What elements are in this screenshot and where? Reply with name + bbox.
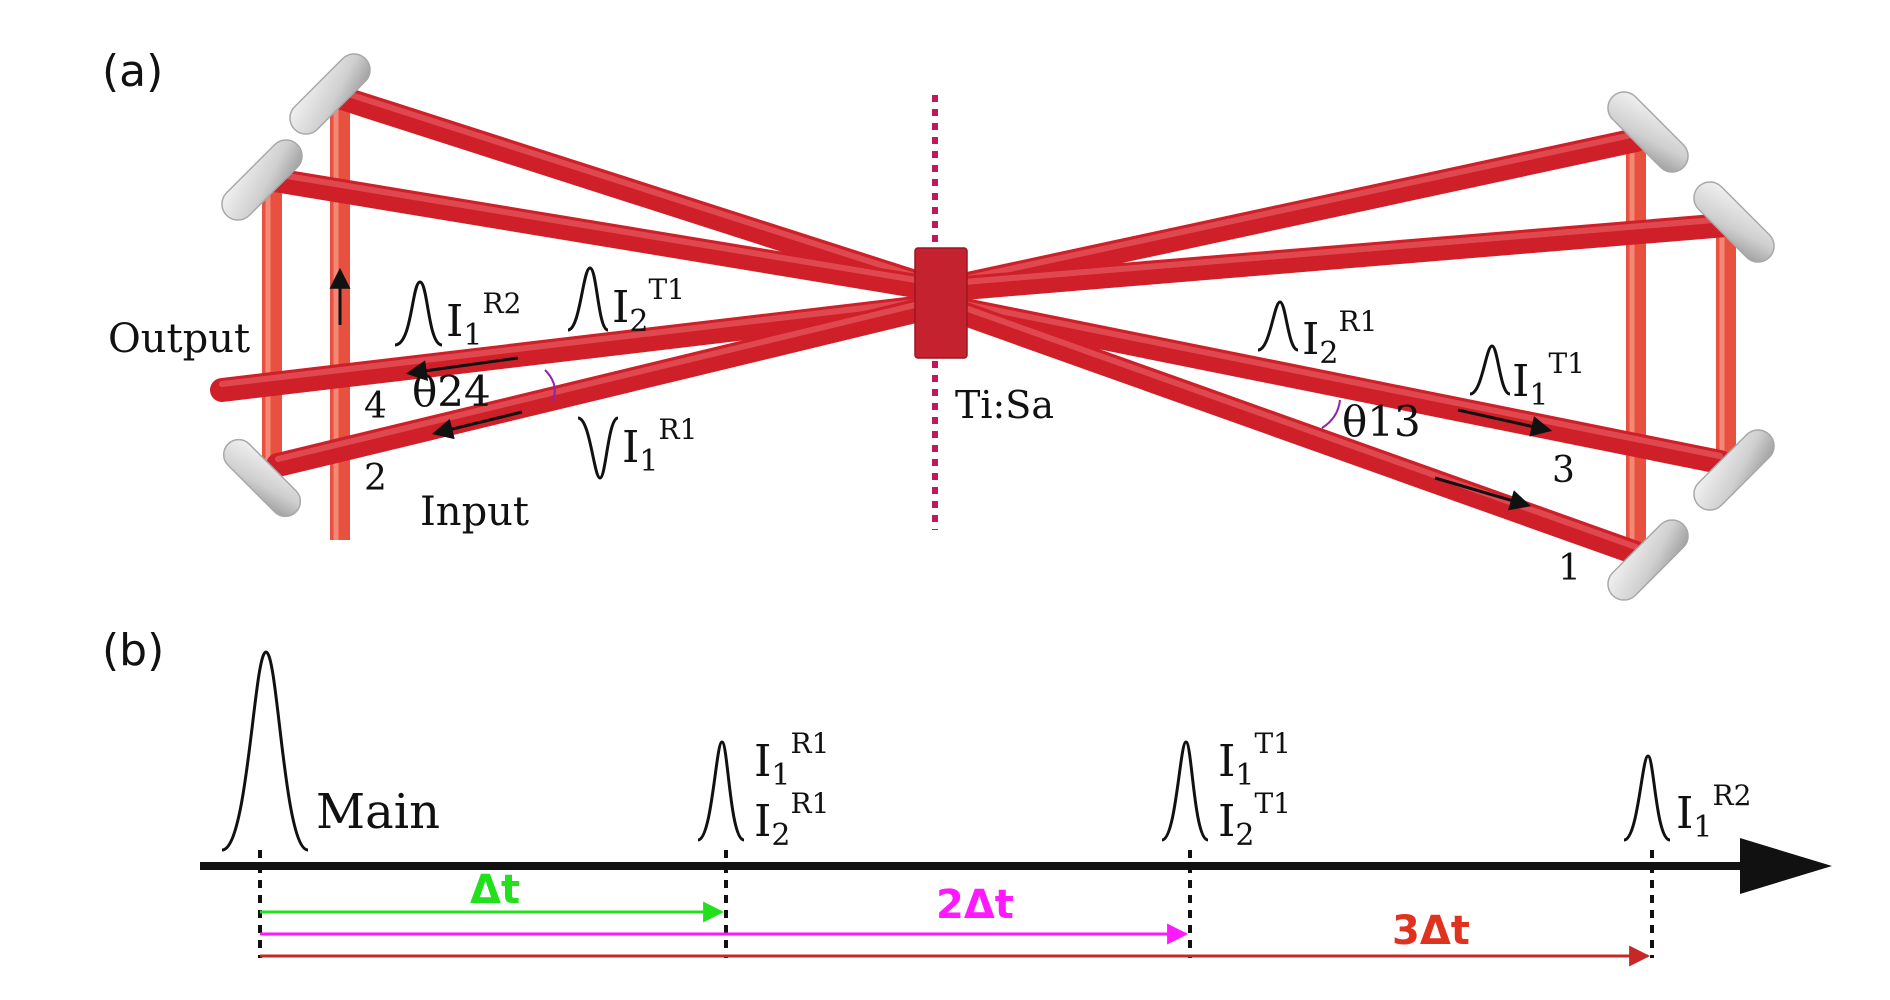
group-1-line-2: I2R1: [754, 787, 829, 853]
panel-label-b: (b): [102, 625, 164, 676]
mirror-top-left-inner: [221, 139, 303, 221]
group-2-line-2: I2T1: [1218, 787, 1291, 853]
pulse-label-i2-t1: I2T1: [612, 273, 685, 339]
delay-label-1: Δt: [470, 867, 520, 913]
port-4-label: 4: [364, 386, 387, 427]
mirror-bottom-right-inner: [1693, 429, 1775, 511]
delay-label-3: 3Δt: [1392, 908, 1470, 954]
angle-arc-left: [544, 369, 556, 403]
delay-arrows: [260, 901, 1651, 967]
direction-arrows: [329, 267, 1553, 511]
main-pulse: [221, 650, 309, 852]
tisa-crystal: [914, 247, 968, 359]
mirror-top-right-inner: [1693, 181, 1775, 263]
pulse-group-1: [697, 740, 745, 842]
crystal-label: Ti:Sa: [955, 383, 1054, 427]
pulse-group-3: [1623, 754, 1671, 842]
delay-label-2: 2Δt: [936, 882, 1014, 928]
pulse-label-i1-r2: I1R2: [446, 287, 521, 353]
input-label: Input: [420, 489, 529, 535]
pulse-label-i2-r1: I2R1: [1302, 305, 1377, 371]
angle-label-left: θ24: [412, 367, 491, 416]
group-1-line-1: I1R1: [754, 727, 829, 793]
group-3-line-1: I1R2: [1676, 779, 1751, 845]
port-3-label: 3: [1552, 450, 1575, 491]
angle-label-right: θ13: [1342, 397, 1421, 446]
diagonal-beams: [210, 86, 1738, 565]
mirror-top-left-outer: [289, 53, 371, 135]
mirrors: [221, 53, 1775, 601]
pulse-label-i1-r1: I1R1: [622, 413, 697, 479]
panel-label-a: (a): [102, 46, 163, 97]
port-1-label: 1: [1558, 548, 1581, 589]
pulse-label-i1-t1: I1T1: [1512, 347, 1585, 413]
mirror-bottom-right-outer: [1607, 519, 1689, 601]
mirror-top-right-outer: [1607, 91, 1689, 173]
group-2-line-1: I1T1: [1218, 727, 1291, 793]
time-axis: [200, 838, 1832, 894]
port-2-label: 2: [364, 458, 387, 499]
pulse-shapes-a: [394, 266, 1511, 480]
pulse-group-2: [1161, 740, 1209, 842]
output-label: Output: [108, 316, 250, 362]
time-markers: [258, 850, 1654, 958]
angle-arc-right: [1321, 399, 1341, 429]
mirror-bottom-left: [222, 438, 302, 518]
main-pulse-label: Main: [316, 784, 440, 840]
